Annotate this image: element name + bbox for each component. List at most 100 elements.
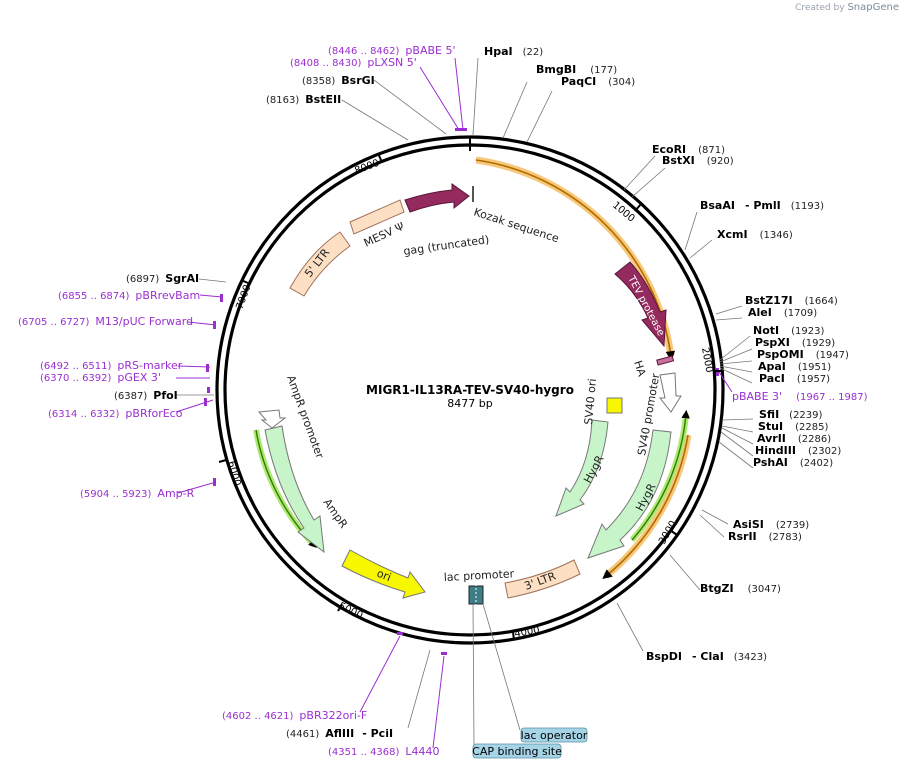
enzyme-pos: (2286) [798,434,831,445]
svg-text:HindIII(2302): HindIII (2302) [755,444,841,457]
primer-range: (6370 .. 6392) [40,373,112,384]
primer-name: pBRforEco [125,407,182,420]
enzyme-name: BstZ17I [745,294,793,307]
enzyme-pos: (1664) [805,296,838,307]
enzyme-name: BstEII [305,93,341,106]
enzyme-labels: HpaI(22) BmgBI(177) PaqCI(304) EcoRI(871… [114,45,849,740]
primer-range: (4602 .. 4621) [222,711,294,722]
feature-ha [656,355,675,366]
tick-8000: 8000 [353,158,381,177]
enzyme-pos: (1957) [797,374,830,385]
enzyme-pos: (8163) [266,95,299,106]
enzyme-pos: (1951) [798,362,831,373]
svg-text:(4351 .. 4368)L4440: (4351 .. 4368)L4440 [328,745,440,758]
svg-text:AleI(1709): AleI(1709) [748,306,817,319]
svg-text:(8163)BstEII: (8163) BstEII [266,93,341,106]
feature-tev [614,261,667,348]
primer-range: (6492 .. 6511) [40,361,112,372]
primer-range: (8408 .. 8430) [290,58,362,69]
enzyme-pos: (1709) [784,308,817,319]
enzyme-name: XcmI [717,228,748,241]
svg-text:RsrII(2783): RsrII(2783) [728,530,802,543]
svg-text:PspXI(1929): PspXI (1929) [755,336,835,349]
il13ra-orange-arc [475,156,675,357]
svg-text:PshAI(2402): PshAI (2402) [753,456,833,469]
enzyme-pos: (2302) [808,446,841,457]
feature-mesv [349,199,405,235]
snapgene-credit: Created by SnapGene [795,2,899,13]
label-amprprom: AmpR promoter [284,374,326,461]
enzyme-name2: - PmlI [745,199,781,212]
svg-text:(4602 .. 4621)pBR322ori-F: (4602 .. 4621) pBR322ori-F [222,709,367,722]
enzyme-name: BspDI [646,650,682,663]
lac-operator-box: lac operator [520,727,588,743]
primer-range: (8446 .. 8462) [328,46,400,57]
tick-6000: 6000 [225,460,242,487]
enzyme-pos: (2402) [800,458,833,469]
feature-sv40-promoter [658,372,682,413]
feature-gag [404,183,474,213]
enzyme-name2: - PciI [362,727,393,740]
enzyme-pos: (6897) [126,274,159,285]
enzyme-pos: (1923) [791,326,824,337]
svg-text:(6492 .. 6511)pRS-marker: (6492 .. 6511)pRS-marker [40,359,183,372]
enzyme-pos: (304) [608,77,635,88]
enzyme-name: SgrAI [165,272,199,285]
label-gag: gag (truncated) [403,233,490,258]
map-title: MIGR1-IL13RA-TEV-SV40-hygro [366,383,574,397]
svg-text:PaqCI(304): PaqCI(304) [561,75,635,88]
primer-name: pBR322ori-F [299,709,367,722]
svg-text:StuI(2285): StuI(2285) [758,420,828,433]
label-sv40ori: SV40 ori [582,378,599,425]
svg-text:HpaI(22): HpaI(22) [484,45,543,58]
feature-sv40-ori [606,397,623,414]
enzyme-pos: (3423) [734,652,767,663]
primer-name: pGEX 3' [117,371,161,384]
svg-text:BspDI- ClaI(3423): BspDI - ClaI (3423) [646,650,767,663]
label-ori: ori [375,567,393,584]
primer-range: (4351 .. 4368) [328,747,400,758]
enzyme-name2: - ClaI [692,650,724,663]
tick-4000: 4000 [514,625,541,640]
label-lacprom: lac promoter [443,567,514,584]
enzyme-name: PspXI [755,336,790,349]
label-ha: HA [631,359,648,378]
feature-hygr-outer [587,429,672,559]
primer-name: pBABE 3' [732,390,782,403]
enzyme-name: BsaAI [700,199,735,212]
svg-text:AvrII(2286): AvrII(2286) [757,432,831,445]
svg-text:BstXI(920): BstXI(920) [662,154,734,167]
svg-text:SfiI(2239): SfiI(2239) [759,408,823,421]
enzyme-pos: (920) [707,156,734,167]
enzyme-pos: (1947) [816,350,849,361]
svg-text:(8446 .. 8462)pBABE 5': (8446 .. 8462)pBABE 5' [328,44,456,57]
enzyme-pos: (177) [590,65,617,76]
svg-text:XcmI(1346): XcmI(1346) [717,228,793,241]
enzyme-name: PacI [759,372,785,385]
feature-lac-promoter [468,584,484,606]
enzyme-pos: (1929) [802,338,835,349]
svg-text:(4461)AflIII- PciI: (4461)AflIII- PciI [286,727,393,740]
primer-name: M13/pUC Forward [95,315,193,328]
enzyme-name: EcoRI [652,143,686,156]
svg-text:NotI(1923): NotI(1923) [753,324,824,337]
svg-text:EcoRI(871): EcoRI(871) [652,143,725,156]
svg-text:ApaI(1951): ApaI(1951) [758,360,831,373]
svg-text:BtgZI(3047): BtgZI(3047) [700,582,781,595]
enzyme-name: StuI [758,420,783,433]
enzyme-name: HindIII [755,444,796,457]
primer-name: Amp-R [157,487,194,500]
enzyme-name: PshAI [753,456,788,469]
enzyme-pos: (6387) [114,391,147,402]
primer-range: (6855 .. 6874) [58,291,130,302]
enzyme-pos: (4461) [286,729,319,740]
svg-text:(6370 .. 6392)pGEX 3': (6370 .. 6392) pGEX 3' [40,371,161,384]
tick-1000: 1000 [610,200,637,225]
enzyme-name: AsiSI [733,518,764,531]
svg-text:(6387)PfoI: (6387)PfoI [114,389,178,402]
svg-text:PacI(1957): PacI (1957) [759,372,830,385]
primer-name: pBRrevBam [135,289,200,302]
svg-text:(5904 .. 5923)Amp-R: (5904 .. 5923)Amp-R [80,487,195,500]
enzyme-name: BsrGI [341,74,374,87]
